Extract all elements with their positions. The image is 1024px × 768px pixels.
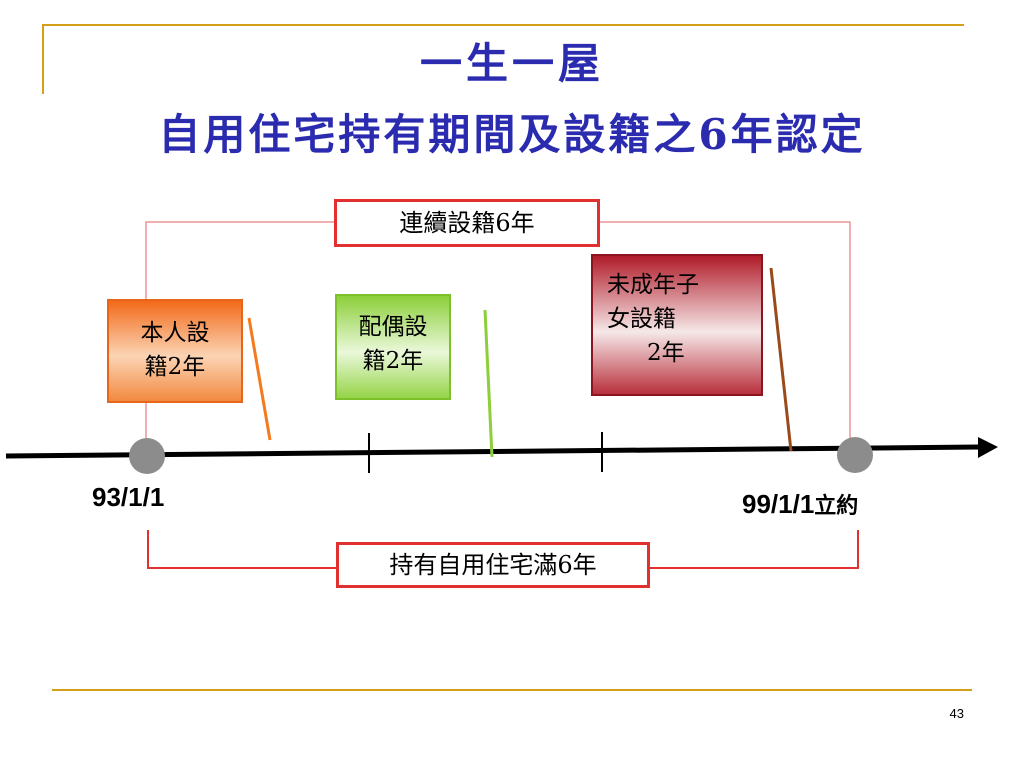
left-rule — [42, 24, 44, 94]
segment-divider-brown — [769, 267, 793, 452]
bottom-bracket-label: 持有自用住宅滿6年 — [336, 542, 650, 588]
top-rule — [42, 24, 964, 26]
start-point-marker — [129, 438, 165, 474]
start-date-label: 93/1/1 — [92, 482, 165, 512]
segment-minor-children-line2: 女設籍 — [607, 306, 676, 332]
segment-spouse-line2: 籍2年 — [362, 348, 424, 374]
bottom-bracket-label-text: 持有自用住宅滿6年 — [389, 551, 597, 579]
page-number: 43 — [949, 706, 964, 721]
top-bracket-label-text: 連續設籍6年 — [399, 209, 535, 237]
segment-minor-children-line3: 2年 — [647, 340, 685, 366]
segment-spouse-line1: 配偶設 — [358, 314, 428, 340]
timeline-arrowhead — [978, 437, 998, 458]
slide-title-line2: 自用住宅持有期間及設籍之6年認定 — [158, 110, 866, 159]
segment-self-line2: 籍2年 — [144, 354, 206, 380]
end-point-marker — [837, 437, 873, 473]
segment-minor-children-line1: 未成年子 — [607, 272, 699, 298]
segment-spouse: 配偶設 籍2年 — [335, 294, 451, 400]
top-bracket-label: 連續設籍6年 — [334, 199, 600, 247]
segment-divider-orange — [247, 317, 272, 441]
bottom-rule — [52, 689, 972, 691]
segment-self: 本人設 籍2年 — [107, 299, 243, 403]
end-date-suffix: 立約 — [814, 493, 859, 519]
segment-divider-green — [483, 309, 494, 458]
end-date-label: 99/1/1立約 — [742, 488, 858, 520]
end-date-value: 99/1/1 — [742, 489, 815, 519]
segment-self-line1: 本人設 — [140, 320, 210, 346]
segment-minor-children: 未成年子 女設籍 2年 — [591, 254, 763, 396]
slide-title-line1: 一生一屋 — [419, 39, 604, 88]
